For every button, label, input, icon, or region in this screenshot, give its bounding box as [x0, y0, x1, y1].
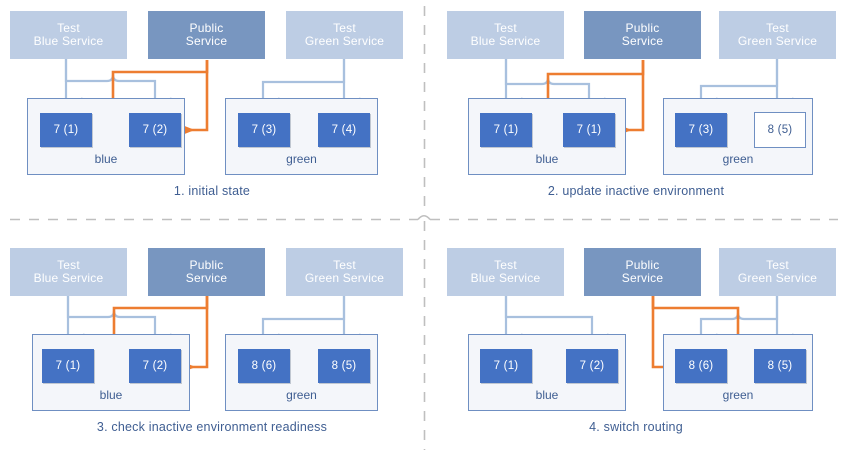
service-label-line1: Test: [333, 20, 356, 35]
service-label-line1: Test: [494, 20, 517, 35]
service-label-line2: Blue Service: [33, 34, 104, 48]
panel-switch-routing: Test Blue Service Public Service Test Gr…: [424, 228, 848, 456]
environment-label-green: green: [286, 152, 317, 166]
instance-box[interactable]: 8 (6): [238, 349, 290, 383]
service-label-line2: Green Service: [304, 271, 385, 285]
instance-box[interactable]: 7 (1): [40, 113, 92, 147]
service-label-line2: Service: [621, 271, 664, 285]
instance-box[interactable]: 8 (5): [754, 349, 806, 383]
instance-box[interactable]: 7 (1): [563, 113, 615, 147]
service-label-line2: Blue Service: [33, 271, 104, 285]
service-test-green[interactable]: Test Green Service: [719, 248, 836, 296]
service-label-line1: Public: [625, 20, 660, 35]
panel-caption: 1. initial state: [173, 184, 251, 198]
environment-label-blue: blue: [94, 152, 118, 166]
panel-caption: 3. check inactive environment readiness: [96, 420, 328, 434]
service-public[interactable]: Public Service: [148, 248, 265, 296]
service-test-green[interactable]: Test Green Service: [286, 11, 403, 59]
environment-label-green: green: [286, 388, 317, 402]
service-label-line1: Test: [57, 20, 80, 35]
service-test-green[interactable]: Test Green Service: [719, 11, 836, 59]
service-label-line1: Test: [766, 257, 789, 272]
instance-box[interactable]: 7 (2): [566, 349, 618, 383]
panel-initial-state: Test Blue Service Public Service Test Gr…: [0, 0, 424, 228]
service-label-line2: Service: [621, 34, 664, 48]
panel-caption: 4. switch routing: [589, 420, 683, 434]
service-public[interactable]: Public Service: [148, 11, 265, 59]
service-label-line1: Public: [189, 20, 224, 35]
instance-box-pending[interactable]: 8 (5): [754, 112, 806, 148]
instance-box[interactable]: 7 (3): [238, 113, 290, 147]
panel-caption: 2. update inactive environment: [547, 184, 725, 198]
instance-box[interactable]: 7 (1): [480, 349, 532, 383]
instance-box[interactable]: 7 (1): [42, 349, 94, 383]
panel-update-inactive-environment: Test Blue Service Public Service Test Gr…: [424, 0, 848, 228]
instance-box[interactable]: 7 (2): [129, 113, 181, 147]
panel-check-inactive-readiness: Test Blue Service Public Service Test Gr…: [0, 228, 424, 456]
service-label-line1: Test: [333, 257, 356, 272]
service-test-blue[interactable]: Test Blue Service: [10, 248, 127, 296]
service-test-blue[interactable]: Test Blue Service: [10, 11, 127, 59]
instance-box[interactable]: 7 (2): [129, 349, 181, 383]
service-label-line1: Public: [625, 257, 660, 272]
environment-label-green: green: [722, 388, 754, 402]
service-public[interactable]: Public Service: [584, 248, 701, 296]
instance-box[interactable]: 7 (3): [675, 113, 727, 147]
service-label-line2: Green Service: [737, 271, 818, 285]
service-label-line2: Service: [185, 271, 228, 285]
service-label-line1: Public: [189, 257, 224, 272]
instance-box[interactable]: 7 (1): [480, 113, 532, 147]
instance-box[interactable]: 8 (6): [675, 349, 727, 383]
service-test-blue[interactable]: Test Blue Service: [447, 11, 564, 59]
service-public[interactable]: Public Service: [584, 11, 701, 59]
environment-label-blue: blue: [535, 388, 559, 402]
service-test-green[interactable]: Test Green Service: [286, 248, 403, 296]
environment-label-blue: blue: [99, 388, 123, 402]
instance-box[interactable]: 8 (5): [318, 349, 370, 383]
service-label-line2: Green Service: [304, 34, 385, 48]
environment-label-blue: blue: [535, 152, 559, 166]
service-label-line2: Blue Service: [470, 34, 541, 48]
service-test-blue[interactable]: Test Blue Service: [447, 248, 564, 296]
service-label-line1: Test: [57, 257, 80, 272]
service-label-line1: Test: [766, 20, 789, 35]
service-label-line2: Green Service: [737, 34, 818, 48]
service-label-line1: Test: [494, 257, 517, 272]
service-label-line2: Service: [185, 34, 228, 48]
service-label-line2: Blue Service: [470, 271, 541, 285]
environment-label-green: green: [722, 152, 754, 166]
instance-box[interactable]: 7 (4): [318, 113, 370, 147]
